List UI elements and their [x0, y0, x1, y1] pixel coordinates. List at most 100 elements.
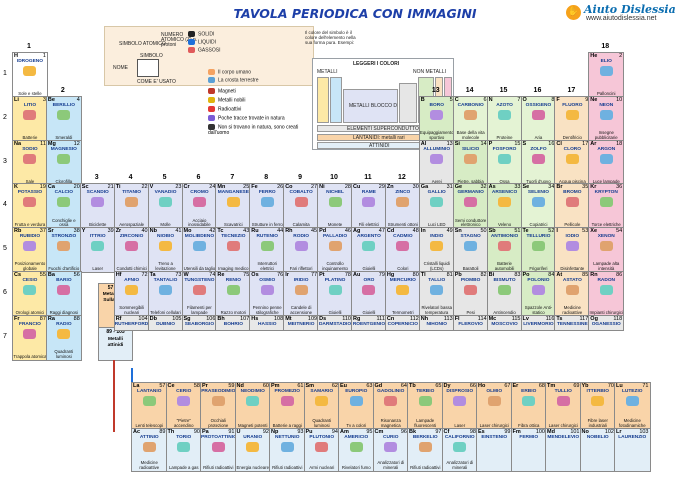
logo[interactable]: ✋ Aiuto Dislessia www.aiutodislessia.net — [566, 3, 698, 25]
actinide-placeholder[interactable]: 89 - 103 Metalli attinidi — [98, 327, 133, 361]
